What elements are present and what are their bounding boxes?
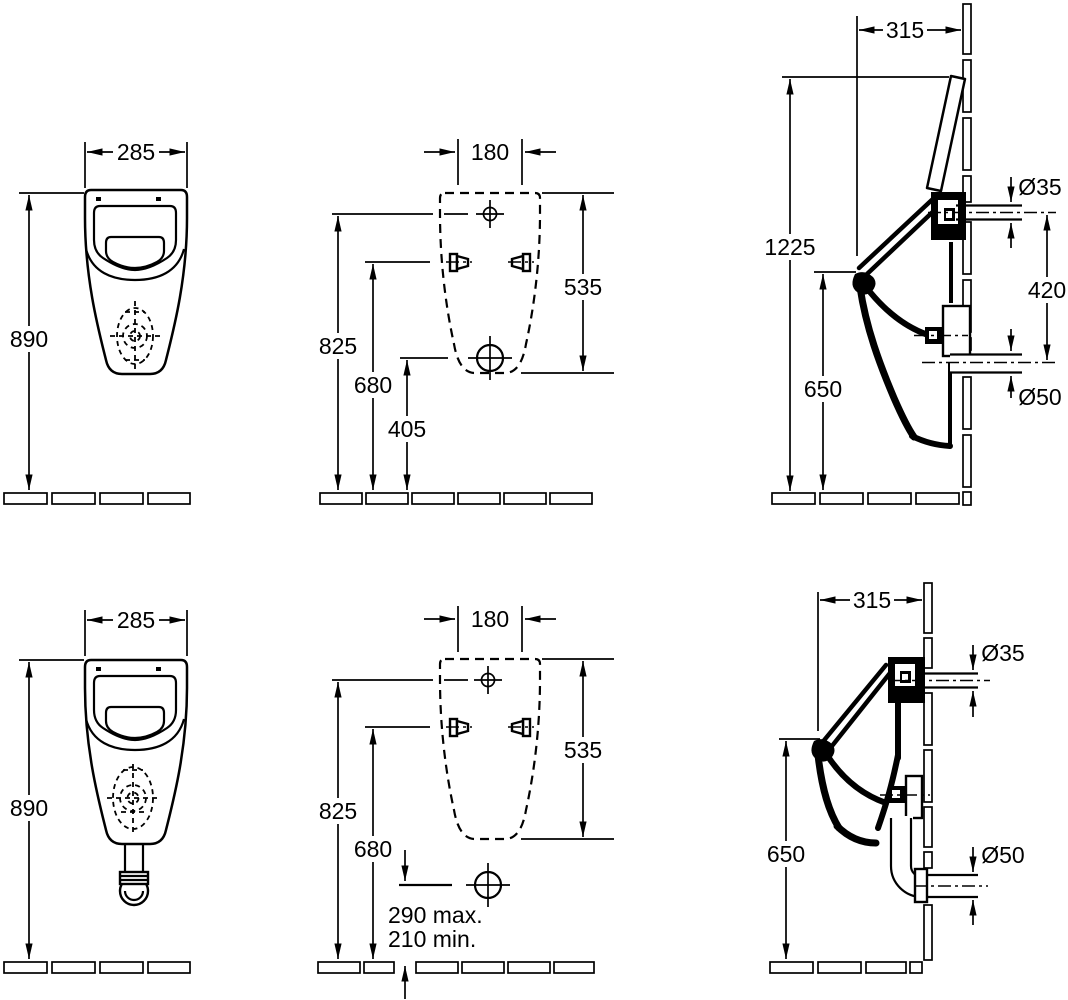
dimension-depth-315: 315 [856,16,961,256]
drain-pipe [118,814,150,907]
dim-label-top-anchor-inlet-height: 825 [319,333,357,359]
dimension-rim-650: 650 [763,738,820,959]
dimension-body-535: 535 [521,658,614,840]
dimension-heights: 825 680 405 [315,213,468,490]
dimension-width-180: 180 [424,606,556,652]
dim-label-top-front-width: 285 [117,139,155,165]
dim-label-top-anchor-outlet-height: 405 [388,416,426,442]
dimension-heights: 825 680 [315,679,468,959]
floor-tiles [769,961,923,974]
floor-outlet-crosshair [466,863,510,907]
view-bottom-front: 285 890 [3,607,191,974]
dim-label-top-anchor-body-height: 535 [564,274,602,300]
dim-label-top-side-overall: 1225 [764,234,815,260]
dim-label-bottom-anchor-body-height: 535 [564,737,602,763]
drain-height-note: 290 max. 210 min. [388,850,483,999]
dimension-depth-315: 315 [817,587,922,731]
inlet-crosshair [476,200,504,228]
floor-tiles [3,961,191,974]
note-drain-min: 210 min. [388,926,476,952]
dimension-inlet-dia-35: Ø35 [1007,174,1062,248]
dim-label-bottom-side-rim: 650 [767,841,805,867]
dimension-outlet-dia-50: Ø50 [1007,329,1062,410]
dimension-height-890: 890 [7,192,84,490]
floor-tiles [317,961,595,974]
inlet-crosshair [474,666,502,694]
fixing-bolts [446,717,534,738]
floor-tiles [3,492,191,505]
urinal-lid [925,74,967,193]
view-top-side: 315 1225 650 Ø35 420 Ø50 [762,3,1068,506]
dim-label-top-side-rim: 650 [804,376,842,402]
urinal-front-outline [83,188,189,376]
floor-tiles [319,492,593,505]
floor-tiles [771,492,960,505]
dimension-width-180: 180 [424,139,556,185]
urinal-side-section [811,657,990,904]
dim-label-top-anchor-width: 180 [471,139,509,165]
dimension-height-890: 890 [7,659,84,959]
dimension-overall-1225: 1225 [762,76,949,491]
siphon-target [110,301,160,371]
dim-label-top-front-height: 890 [10,326,48,352]
dim-label-bottom-anchor-width: 180 [471,606,509,632]
dim-label-top-anchor-fixing-height: 680 [354,372,392,398]
fixing-bolts [446,252,534,273]
dim-label-top-side-depth: 315 [886,17,924,43]
view-top-front: 285 890 [3,139,191,505]
siphon-trap [889,816,988,904]
urinal-front-outline [83,658,189,846]
view-bottom-anchor: 180 825 680 535 290 max. 210 min. [315,606,614,999]
urinal-side-section [852,192,1056,449]
dimension-inlet-dia-35: Ø35 [969,640,1025,717]
dim-label-bottom-front-width: 285 [117,607,155,633]
dimension-outlet-dia-50: Ø50 [969,842,1025,925]
dimension-width-285: 285 [84,139,188,188]
wall-tiles [923,582,933,961]
dimension-span-420: 420 [1024,215,1068,360]
view-top-anchor: 180 825 680 405 535 [315,139,614,505]
dim-label-top-side-outlet-dia: Ø50 [1018,384,1061,410]
dim-label-bottom-anchor-fixing-height: 680 [354,836,392,862]
outlet-crosshair [468,336,512,380]
dim-label-bottom-side-depth: 315 [853,587,891,613]
dim-label-bottom-side-outlet-dia: Ø50 [981,842,1024,868]
view-bottom-side: 315 650 Ø35 Ø50 [763,582,1025,974]
dimension-rim-650: 650 [800,271,856,490]
note-drain-max: 290 max. [388,902,483,928]
dim-label-bottom-front-height: 890 [10,795,48,821]
siphon-target [107,764,159,833]
dim-label-top-side-inlet-dia: Ø35 [1018,174,1061,200]
dim-label-bottom-side-inlet-dia: Ø35 [981,640,1024,666]
dimension-width-285: 285 [84,607,188,656]
dimension-body-535: 535 [521,192,614,374]
dim-label-top-side-span: 420 [1028,277,1066,303]
dim-label-bottom-anchor-inlet-height: 825 [319,798,357,824]
